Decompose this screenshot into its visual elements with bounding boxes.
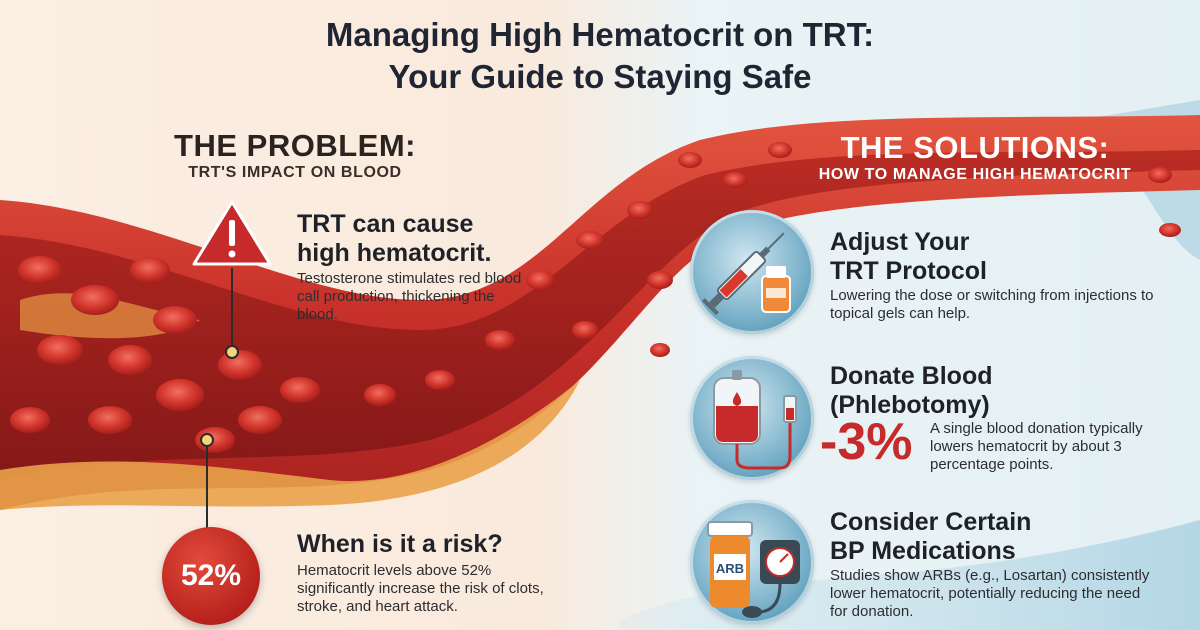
solutions-heading: THE SOLUTIONS: — [840, 130, 1110, 165]
risk-body: Hematocrit levels above 52% significantl… — [297, 562, 544, 615]
solution-donate-title-line2: (Phlebotomy) — [830, 391, 990, 419]
cause-body: Testosterone stimulates red blood call p… — [297, 270, 522, 323]
solution-adjust-title-line2: TRT Protocol — [830, 257, 987, 285]
syringe-icon — [690, 210, 814, 334]
solution-donate-title-line1: Donate Blood — [830, 362, 993, 390]
problem-subheading: TRT'S IMPACT ON BLOOD — [188, 164, 402, 181]
page-title-line1: Managing High Hematocrit on TRT: — [325, 16, 875, 53]
solution-adjust-body: Lowering the dose or switching from inje… — [830, 287, 1154, 322]
cause-title-line2: high hematocrit. — [297, 239, 492, 267]
solution-donate-title: Donate Blood (Phlebotomy) — [830, 362, 1160, 420]
hematocrit-reduction-value: -3% — [820, 413, 913, 471]
page-title-line2: Your Guide to Staying Safe — [388, 58, 812, 95]
solution-bp-body: Studies show ARBs (e.g., Losartan) consi… — [830, 567, 1150, 620]
risk-threshold-badge: 52% — [162, 527, 260, 625]
bottle-label: ARB — [716, 561, 744, 576]
solution-adjust-title: Adjust Your TRT Protocol — [830, 228, 1160, 286]
blood-bag-icon — [690, 356, 814, 480]
solution-bp-title: Consider Certain BP Medications — [830, 508, 1160, 566]
warning-icon — [192, 200, 272, 266]
solution-donate-body: A single blood donation typically lowers… — [930, 420, 1143, 473]
risk-title: When is it a risk? — [297, 530, 503, 558]
solutions-section-header: THE SOLUTIONS: HOW TO MANAGE HIGH HEMATO… — [790, 130, 1160, 184]
red-blood-cells — [10, 142, 1181, 453]
solution-bp-title-line2: BP Medications — [830, 537, 1016, 565]
problem-heading: THE PROBLEM: — [174, 128, 416, 163]
solution-bp-title-line1: Consider Certain — [830, 508, 1032, 536]
cause-title: TRT can cause high hematocrit. — [297, 210, 557, 268]
solutions-subheading: HOW TO MANAGE HIGH HEMATOCRIT — [818, 166, 1132, 183]
cause-title-line1: TRT can cause — [297, 210, 474, 238]
page-title: Managing High Hematocrit on TRT: Your Gu… — [0, 14, 1200, 98]
solution-adjust-title-line1: Adjust Your — [830, 228, 970, 256]
problem-section-header: THE PROBLEM: TRT'S IMPACT ON BLOOD — [170, 128, 420, 182]
pill-bottle-icon: ARB — [690, 500, 814, 624]
